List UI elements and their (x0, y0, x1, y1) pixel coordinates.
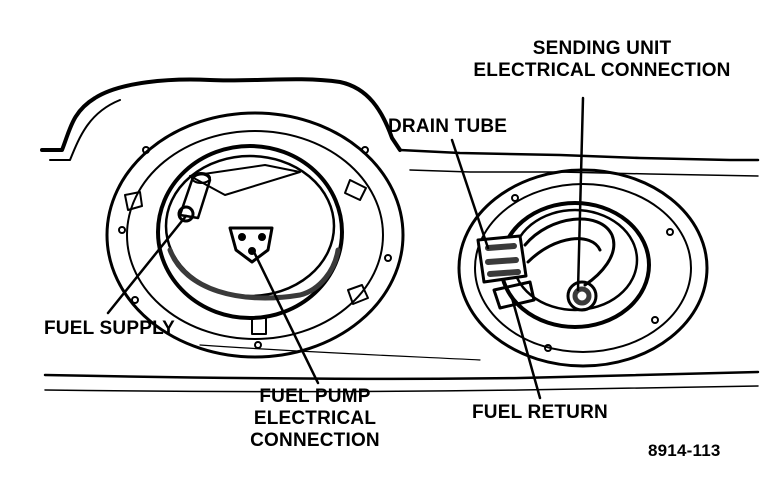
flange-bolt-2 (361, 146, 369, 154)
label-sending-unit-line1: SENDING UNIT (532, 38, 672, 59)
fuel-return-fitting (492, 280, 536, 310)
fuel-supply-fitting-top (191, 172, 211, 184)
sender-bolt-3 (651, 316, 659, 324)
flange-bolt-5 (254, 341, 262, 349)
pump-plate-edge (189, 164, 301, 196)
flange-bolt-6 (118, 226, 126, 234)
label-fuel-supply: FUEL SUPPLY (44, 318, 176, 339)
sender-float-port-inner (572, 286, 592, 306)
label-fuel-pump: FUEL PUMP ELECTRICAL CONNECTION (210, 386, 420, 452)
label-fuel-pump-line2: ELECTRICAL (253, 408, 377, 429)
sender-float-port (566, 280, 598, 312)
leader-sending-unit (576, 96, 585, 292)
sender-tube-loop-2 (526, 237, 602, 264)
lock-tab-2 (344, 179, 367, 201)
pump-electrical-connector (228, 226, 274, 264)
leader-fuel-pump (252, 250, 320, 385)
lock-tab-3 (347, 284, 369, 305)
label-sending-unit-line2: ELECTRICAL CONNECTION (473, 60, 731, 81)
label-fuel-pump-line3: CONNECTION (250, 430, 380, 451)
sender-outer-flange (457, 168, 709, 368)
sender-bolt-2 (666, 228, 674, 236)
pump-lock-ring (156, 144, 344, 320)
figure-id: 8914-113 (648, 441, 721, 460)
sender-tube-loop (523, 217, 616, 287)
pump-plate-shading (167, 247, 341, 301)
flange-bolt-4 (131, 296, 139, 304)
sending-unit-module (457, 168, 709, 368)
label-sending-unit: SENDING UNIT ELECTRICAL CONNECTION (452, 38, 752, 82)
sender-connector-shade (485, 243, 521, 277)
tank-lower-edge-3 (199, 344, 481, 361)
pump-outer-flange (105, 111, 405, 359)
lock-tab-1 (124, 191, 143, 211)
tank-upper-contour (40, 77, 402, 152)
label-fuel-return: FUEL RETURN (472, 402, 608, 423)
tank-lower-edge-2 (44, 385, 759, 393)
label-drain-tube: DRAIN TUBE (388, 116, 508, 137)
tank-lower-edge (43, 370, 760, 381)
flange-bolt-3 (384, 254, 392, 262)
pump-connector-pin-2 (258, 233, 266, 241)
sender-bolt-4 (544, 344, 552, 352)
leader-drain-tube (450, 138, 490, 250)
tank-right-surface (398, 148, 760, 162)
leader-fuel-return (510, 296, 542, 400)
fuel-pump-module (105, 111, 405, 359)
lock-tab-4 (251, 317, 267, 335)
label-fuel-pump-line1: FUEL PUMP (259, 386, 371, 407)
tank-upper-contour-inner (49, 99, 121, 161)
fuel-supply-port (177, 205, 195, 223)
pump-flange-inner (126, 130, 384, 340)
flange-bolt-1 (142, 146, 150, 154)
sender-flange-inner (474, 183, 692, 353)
sender-bolt-1 (511, 194, 519, 202)
leader-fuel-supply (106, 214, 188, 315)
pump-connector-pin-1 (238, 233, 246, 241)
